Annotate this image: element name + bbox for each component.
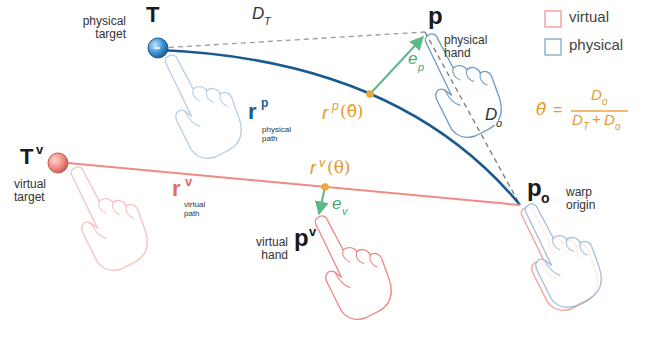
error-arrow — [319, 187, 325, 214]
subscript: o — [496, 117, 502, 129]
subscript: o — [602, 96, 608, 107]
hand-caption: physical hand — [444, 34, 504, 60]
legend-swatch — [545, 39, 561, 55]
path-symbol: r — [248, 100, 257, 124]
path-symbol: r — [172, 177, 181, 201]
subscript: o — [615, 121, 621, 132]
hand-figure — [525, 204, 601, 307]
subscript: v — [342, 205, 348, 217]
superscript: v — [185, 175, 192, 189]
subscript: T — [583, 121, 589, 132]
superscript: v — [309, 225, 316, 239]
path-caption: physical path — [262, 126, 300, 144]
origin-caption: warp origin — [566, 186, 614, 212]
superscript: v — [36, 143, 43, 157]
target-sphere — [148, 38, 168, 58]
hand-figure — [165, 55, 241, 158]
path-point — [321, 183, 329, 191]
formula-operator: = — [553, 101, 562, 119]
point-argument: (θ̂) — [340, 102, 364, 121]
error-symbol: e — [408, 50, 417, 69]
distance-line — [160, 32, 425, 48]
formula-operator: + — [592, 111, 601, 128]
formula-symbol: D — [572, 112, 583, 129]
subscript: p — [418, 61, 424, 73]
symbol-letter: T — [146, 3, 159, 27]
distance-symbol: D — [252, 5, 264, 24]
symbol-letter: p — [428, 3, 443, 29]
legend-text: virtual — [569, 9, 609, 26]
legend-text: physical — [569, 37, 623, 54]
formula-symbol: θ̂ — [536, 100, 546, 119]
virtual-path — [68, 163, 520, 205]
error-symbol: e — [332, 195, 341, 214]
distance-line — [425, 32, 520, 205]
target-mark — [154, 47, 160, 49]
point-symbol: r — [310, 159, 316, 179]
symbol-letter: p — [527, 175, 542, 201]
path-caption: virtual path — [184, 201, 216, 219]
formula-symbol: D — [591, 87, 602, 104]
hand-figure — [315, 216, 391, 319]
hand-figure — [71, 167, 147, 270]
target-caption: physical target — [60, 15, 126, 41]
legend-swatch — [545, 11, 561, 27]
hand-caption: virtual hand — [228, 236, 288, 262]
symbol-letter: T — [20, 145, 33, 169]
error-arrow — [370, 37, 423, 94]
target-caption: virtual target — [14, 178, 70, 204]
target-sphere — [48, 153, 68, 173]
subscript: T — [264, 15, 271, 27]
point-argument: (θ) — [327, 158, 351, 177]
superscript: v — [319, 157, 325, 170]
formula-symbol: D — [604, 112, 615, 129]
superscript: p — [332, 100, 339, 113]
subscript: o — [541, 191, 550, 206]
point-symbol: r — [322, 103, 328, 124]
path-point — [366, 90, 374, 98]
superscript: p — [261, 97, 268, 110]
physical-path — [160, 50, 520, 205]
symbol-letter: p — [294, 225, 309, 251]
